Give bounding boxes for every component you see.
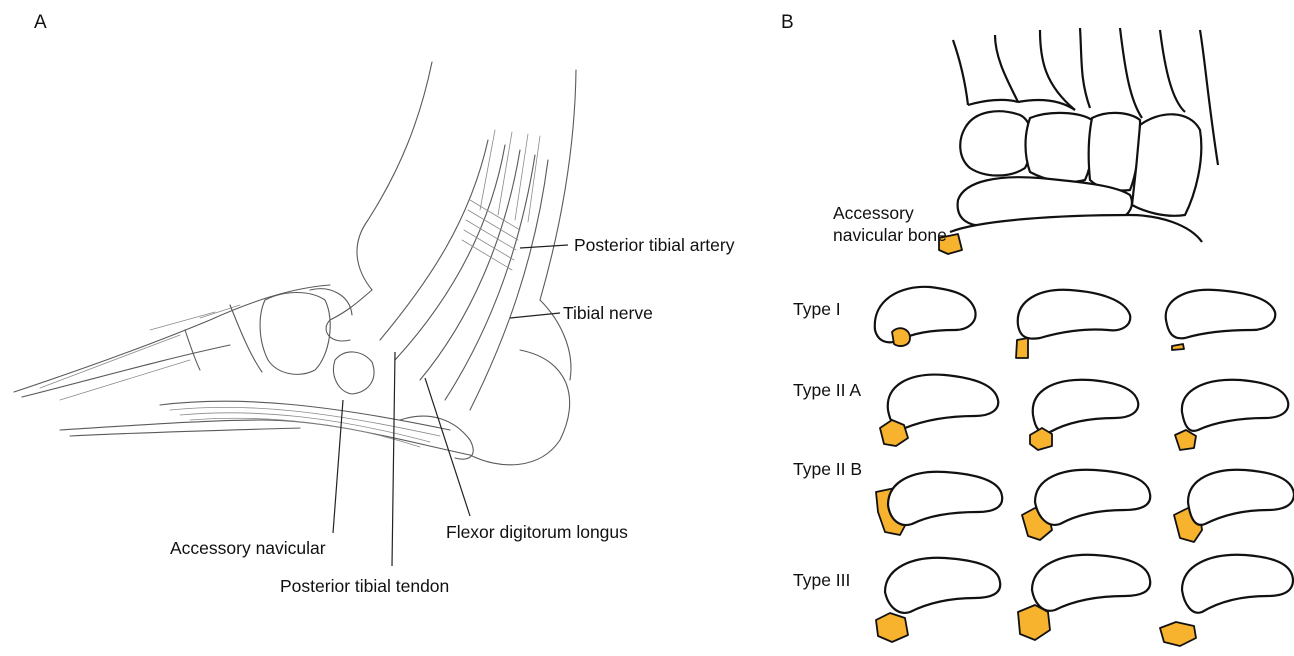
label-type-iia: Type II A	[793, 381, 861, 399]
type-iii-row	[876, 555, 1293, 646]
label-posterior-tibial-tendon: Posterior tibial tendon	[280, 577, 449, 595]
label-flexor-digitorum-longus: Flexor digitorum longus	[446, 523, 628, 541]
label-posterior-tibial-artery: Posterior tibial artery	[574, 236, 734, 254]
label-accessory-navicular-bone: Accessory navicular bone	[833, 203, 983, 247]
label-type-iib: Type II B	[793, 460, 862, 478]
label-tibial-nerve: Tibial nerve	[563, 304, 653, 322]
foot-anatomy-sketch	[14, 62, 576, 465]
type-i-row	[875, 287, 1275, 358]
label-type-iii: Type III	[793, 571, 850, 589]
label-type-i: Type I	[793, 300, 841, 318]
leader-accessory-navicular	[333, 400, 343, 533]
type-iia-row	[880, 375, 1288, 450]
leader-posterior-tibial-artery	[520, 245, 568, 248]
type-iib-row	[876, 470, 1294, 542]
leader-posterior-tibial-tendon	[392, 352, 395, 566]
label-accessory-navicular: Accessory navicular	[170, 539, 326, 557]
